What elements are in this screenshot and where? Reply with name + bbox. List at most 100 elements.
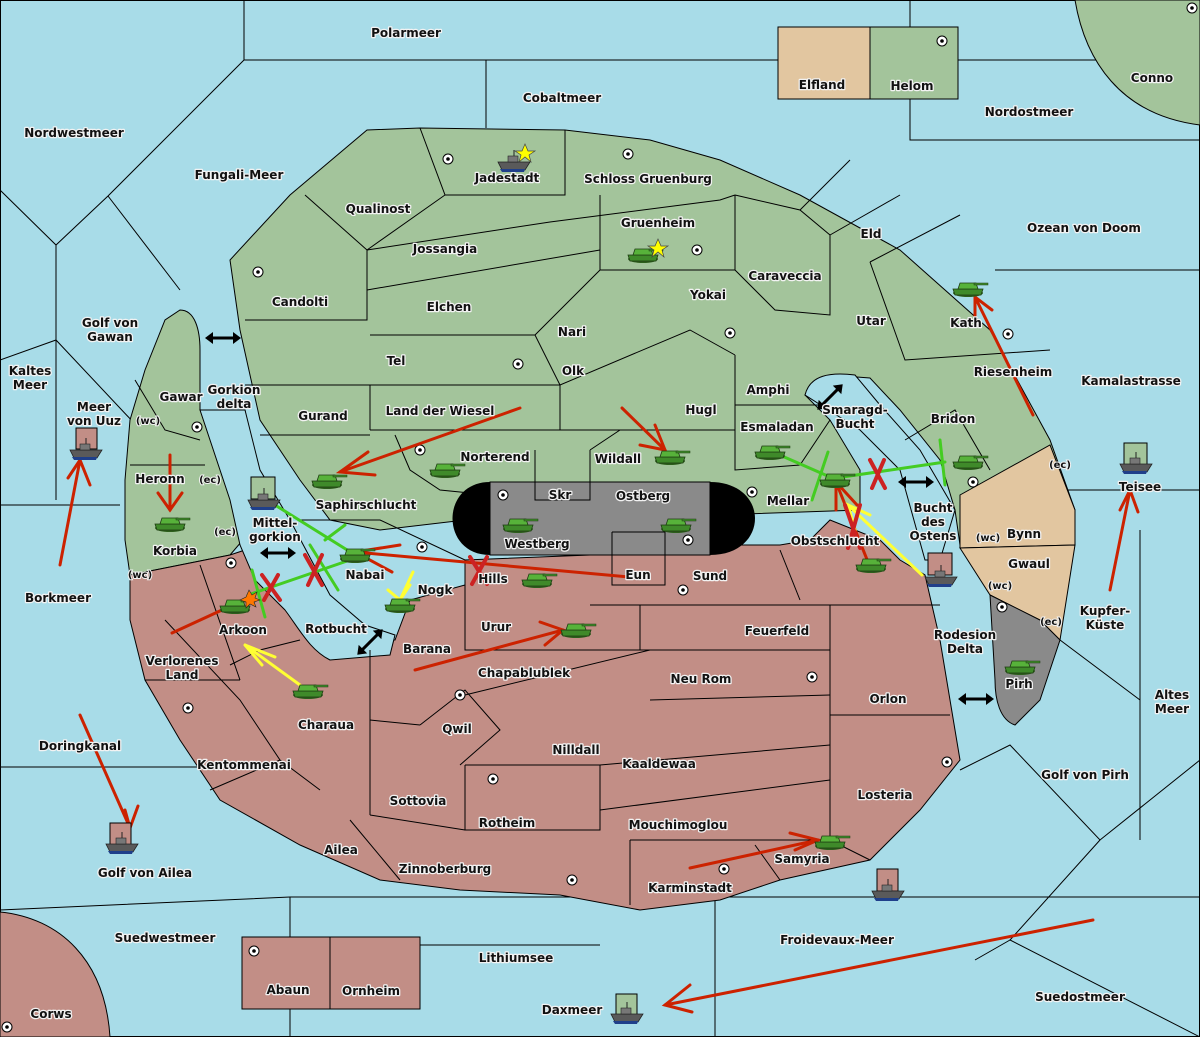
coast-marker: (wc) bbox=[128, 570, 152, 581]
label-line: Gorkion bbox=[208, 383, 261, 397]
territory-label: Elfland bbox=[799, 78, 845, 92]
territory-label: Bridon bbox=[931, 412, 976, 426]
supply-center-icon bbox=[1002, 328, 1014, 340]
x-mark-icon bbox=[868, 458, 887, 490]
units bbox=[69, 143, 1153, 1025]
territory-pirh[interactable] bbox=[989, 594, 1061, 726]
label-line: Smaragd- bbox=[822, 403, 887, 417]
supply-center-icon bbox=[225, 557, 237, 569]
label-line: des bbox=[921, 515, 945, 529]
territory-label: Neu Rom bbox=[671, 672, 732, 686]
territory-conno[interactable] bbox=[1074, 0, 1200, 126]
territory-label: Candolti bbox=[272, 295, 328, 309]
sea-mittelgorkion[interactable] bbox=[199, 409, 396, 661]
territory-label: Elchen bbox=[427, 300, 472, 314]
territory-label: Obstschlucht bbox=[791, 534, 880, 548]
territory-label: Helom bbox=[890, 79, 933, 93]
supply-center-icon bbox=[936, 35, 948, 47]
sea-label: Suedwestmeer bbox=[115, 931, 216, 945]
territory-label: Kath bbox=[950, 316, 982, 330]
label-line: Mittel- bbox=[253, 516, 298, 530]
land-labels: Elfland Helom Conno Jadestadt Schloss Gr… bbox=[29, 70, 1174, 1023]
territory-label: Ornheim bbox=[342, 984, 400, 998]
coast-marker: (ec) bbox=[199, 475, 221, 486]
territory-label: Losteria bbox=[857, 788, 912, 802]
territory-label: Gwaul bbox=[1008, 557, 1050, 571]
coast-marker: (wc) bbox=[136, 416, 160, 427]
territory-label: Feuerfeld bbox=[745, 624, 810, 638]
territory-elfland[interactable] bbox=[777, 26, 871, 100]
supply-center-icon bbox=[967, 476, 979, 488]
sea-label: Fungali-Meer bbox=[195, 168, 284, 182]
supply-center-icon bbox=[191, 421, 203, 433]
territory-label: Orlon bbox=[869, 692, 906, 706]
supply-center-icon bbox=[1, 1021, 13, 1033]
label-line: Gawan bbox=[87, 330, 133, 344]
supply-center-icon bbox=[806, 671, 818, 683]
label-line: Land bbox=[166, 668, 199, 682]
territory-label: Hills bbox=[478, 572, 508, 586]
territory-label: Ostberg bbox=[616, 489, 670, 503]
label-line: Küste bbox=[1086, 618, 1125, 632]
territory-label: Caraveccia bbox=[748, 269, 821, 283]
territory-label: Jadestadt bbox=[474, 171, 540, 185]
supply-center-icon bbox=[677, 584, 689, 596]
territory-label: Nari bbox=[558, 325, 586, 339]
sea-label: Golf von Pirh bbox=[1041, 768, 1129, 782]
territory-label: Mouchimoglou bbox=[629, 818, 728, 832]
star-icon bbox=[513, 143, 537, 163]
territory-label: Samyria bbox=[774, 852, 829, 866]
label-line: Kaltes bbox=[9, 364, 52, 378]
label-line: Altes bbox=[1155, 688, 1189, 702]
supply-center-icon bbox=[1186, 2, 1198, 14]
coast-marker: (wc) bbox=[988, 581, 1012, 592]
sea-label: Kamalastrasse bbox=[1081, 374, 1181, 388]
territory-label: Zinnoberburg bbox=[399, 862, 491, 876]
sea-label: Cobaltmeer bbox=[523, 91, 601, 105]
territory-label: Arkoon bbox=[219, 623, 267, 637]
supply-center-icon bbox=[682, 534, 694, 546]
territory-ornheim[interactable] bbox=[329, 936, 421, 1010]
territory-label: Nabai bbox=[346, 568, 385, 582]
sea-label: Ozean von Doom bbox=[1027, 221, 1141, 235]
territory-label: Skr bbox=[549, 488, 572, 502]
label-line: von Uuz bbox=[67, 414, 121, 428]
territory-label: Land der Wiesel bbox=[386, 404, 495, 418]
territory-label: Mellar bbox=[767, 494, 809, 508]
star-icon bbox=[646, 238, 670, 258]
territory-label: Tel bbox=[387, 354, 406, 368]
territory-label: Barana bbox=[403, 642, 451, 656]
territory-label: Karminstadt bbox=[648, 881, 732, 895]
sea-label: Polarmeer bbox=[371, 26, 441, 40]
territory-label: Ailea bbox=[324, 843, 358, 857]
supply-center-icon bbox=[252, 266, 264, 278]
territory-label: Nilldall bbox=[552, 743, 599, 757]
impassable-east-cap bbox=[710, 482, 755, 555]
territory-label: Conno bbox=[1131, 71, 1173, 85]
orders bbox=[58, 293, 1140, 1014]
territory-label: Nogk bbox=[418, 583, 454, 597]
sea-label: Smaragd-Bucht bbox=[822, 403, 887, 431]
label-line: Meer bbox=[1155, 702, 1189, 716]
territory-bynn[interactable] bbox=[959, 444, 1076, 549]
label-line: Meer bbox=[13, 378, 47, 392]
sea-label: Nordwestmeer bbox=[24, 126, 124, 140]
territory-label: Eld bbox=[861, 227, 882, 241]
sea-labels: Polarmeer Cobaltmeer Nordwestmeer Fungal… bbox=[7, 25, 1190, 1019]
land-borders bbox=[130, 127, 1051, 905]
supply-center-icon bbox=[414, 444, 426, 456]
territory-label: Norterend bbox=[460, 450, 529, 464]
coast-markers: (wc) (ec) (ec) (wc) (ec) (wc) (wc) (ec) bbox=[127, 415, 1072, 629]
label-line: Bucht bbox=[835, 417, 874, 431]
supply-center-icon bbox=[691, 244, 703, 256]
supply-center-icon bbox=[622, 148, 634, 160]
territory-label: Westberg bbox=[504, 537, 569, 551]
territory-corws[interactable] bbox=[0, 911, 111, 1037]
supply-center-icon bbox=[746, 486, 758, 498]
label-line: Rodesion bbox=[934, 628, 996, 642]
coast-marker: (ec) bbox=[214, 527, 236, 538]
